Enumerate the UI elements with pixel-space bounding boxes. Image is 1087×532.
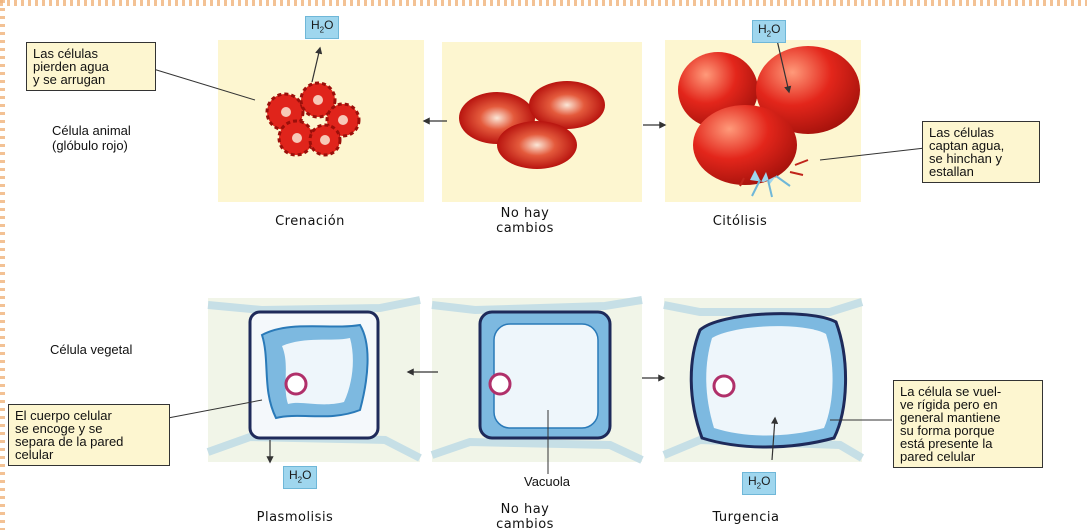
- caption-plasmolisis: Plasmolisis: [220, 510, 370, 525]
- crenated-cells-icon: [267, 83, 359, 155]
- caption-citolisis: Citólisis: [680, 214, 800, 229]
- callout-rigid-cell: La célula se vuel- ve rígida pero en gen…: [893, 380, 1043, 468]
- vacuole-label: Vacuola: [524, 474, 570, 489]
- swollen-cells-icon: [678, 46, 860, 197]
- caption-no-change-top: No hay cambios: [470, 206, 580, 236]
- water-label-cytolysis: H2O: [752, 20, 786, 43]
- turgid-cell-icon: [691, 314, 845, 447]
- water-label-plasmolysis: H2O: [283, 466, 317, 489]
- callout-gain-water: Las células captan agua, se hinchan y es…: [922, 121, 1040, 183]
- caption-no-change-bottom: No hay cambios: [470, 502, 580, 532]
- row-label-vegetal: Célula vegetal: [50, 342, 132, 357]
- plasmolysis-cell-icon: [250, 312, 378, 438]
- water-label-crenation: H2O: [305, 16, 339, 39]
- callout-lose-water: Las células pierden agua y se arrugan: [26, 42, 156, 91]
- normal-plant-cell-icon: [480, 312, 610, 438]
- water-label-turgor: H2O: [742, 472, 776, 495]
- caption-turgencia: Turgencia: [686, 510, 806, 525]
- callout-body-shrinks: El cuerpo celular se encoge y se separa …: [8, 404, 170, 466]
- caption-crenacion: Crenación: [240, 214, 380, 229]
- normal-red-cells-icon: [459, 81, 605, 169]
- row-label-animal: Célula animal (glóbulo rojo): [52, 123, 131, 153]
